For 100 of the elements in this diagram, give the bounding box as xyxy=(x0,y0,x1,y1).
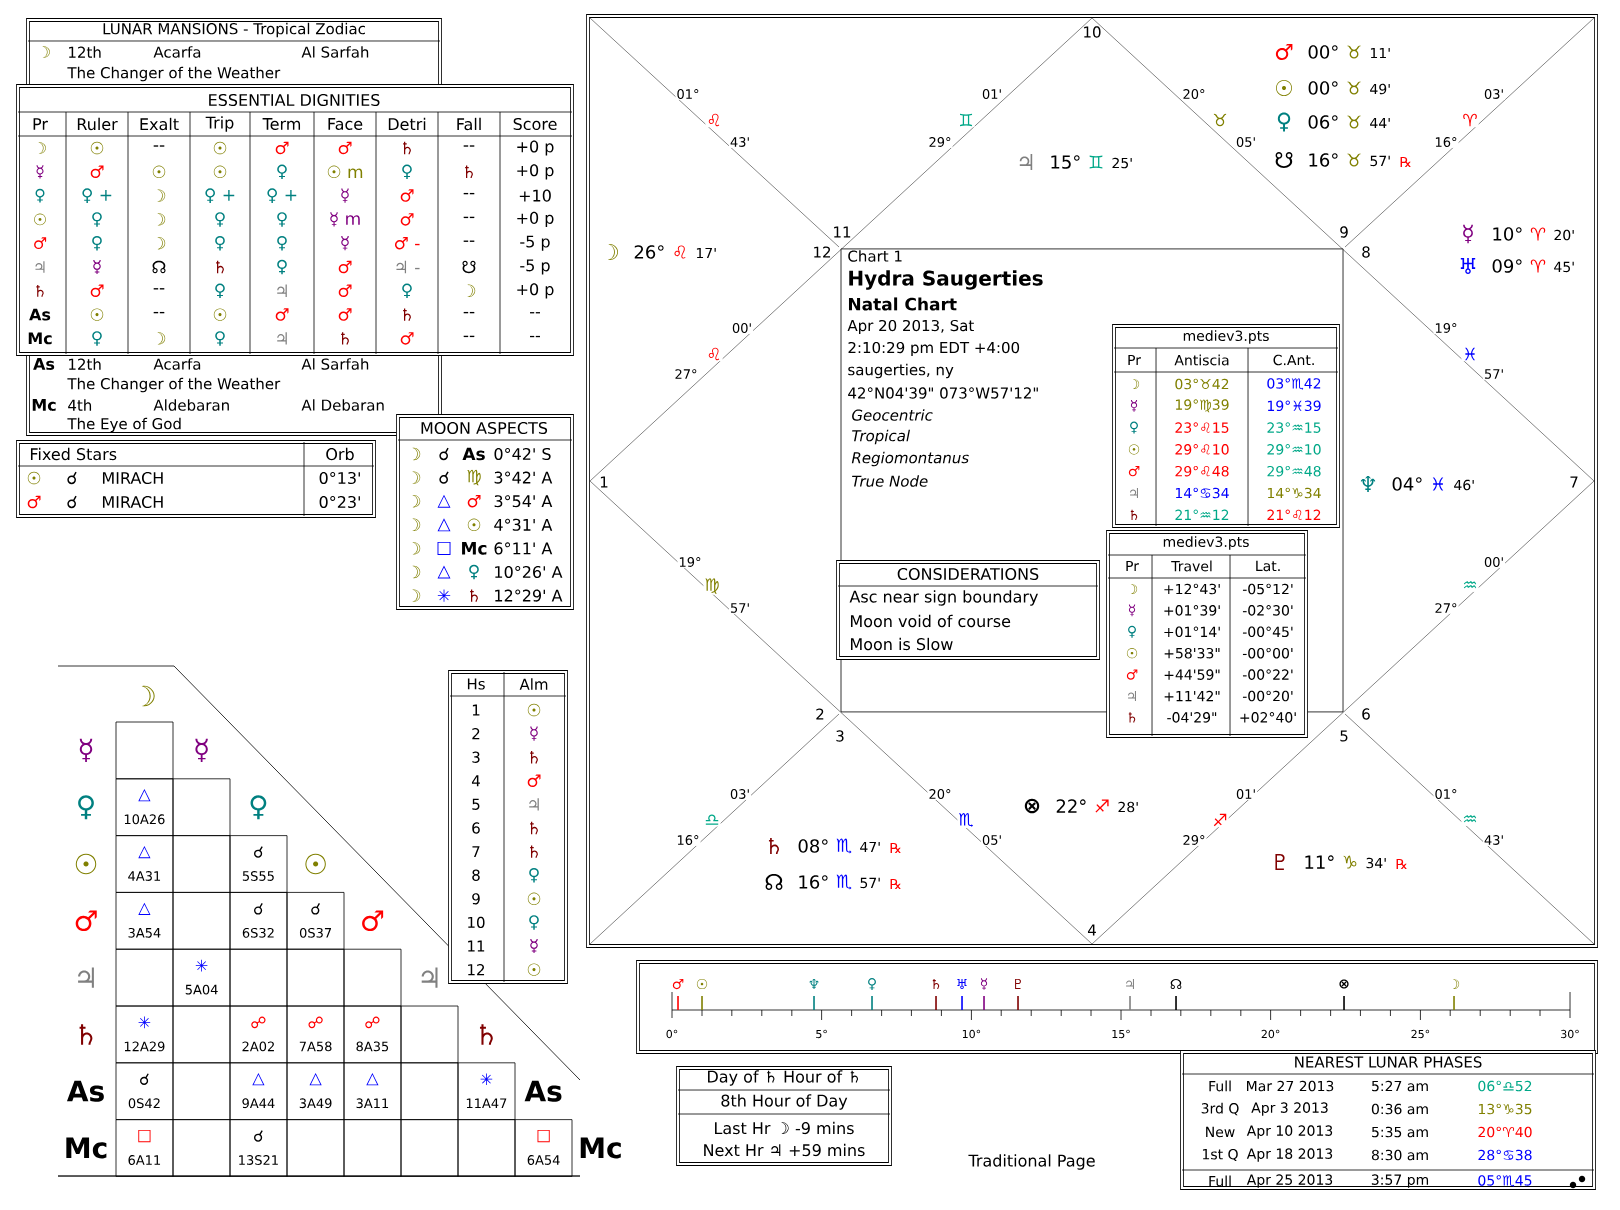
planet-glyph: ♄ xyxy=(79,1024,93,1045)
table-entry: 12°29' A xyxy=(495,589,563,602)
table-entry: ☽ xyxy=(412,542,421,555)
planet-degree: 09° xyxy=(1492,259,1522,273)
planet-degree: 16° xyxy=(799,875,828,889)
table-entry: ☉ xyxy=(527,703,541,717)
table-entry: ♄ xyxy=(403,141,411,155)
cusp-sign: ♒ xyxy=(1461,814,1479,826)
table-entry: ♀ xyxy=(92,212,102,227)
lunar-phases-table xyxy=(1180,1050,1596,1190)
table-heading: MOON ASPECTS xyxy=(421,421,548,435)
table-entry: ♀ xyxy=(35,188,45,203)
aspect-symbol: ☌ xyxy=(311,903,320,915)
table-entry: ♂ xyxy=(338,260,352,274)
aspect-grid xyxy=(57,665,621,1177)
table-entry: ☉ m xyxy=(327,165,363,178)
planet-glyph: Mc xyxy=(66,1137,107,1159)
table-entry: ☌ xyxy=(439,447,449,461)
table-entry: ♂ - xyxy=(394,236,420,250)
table-entry: △ xyxy=(437,565,451,579)
zodiac-sign: ♉ xyxy=(1347,81,1361,95)
table-entry: ♂ xyxy=(338,141,352,155)
planetary-hours-box xyxy=(676,1066,892,1166)
table-entry: ☽ xyxy=(412,447,421,461)
table-entry: ☿ m xyxy=(330,212,360,227)
planet-glyph: ♀ xyxy=(250,795,267,820)
planet-glyph: ♃ xyxy=(78,967,94,988)
zodiac-sign: ♈ xyxy=(1530,227,1546,241)
table-entry: ☉ xyxy=(90,308,104,321)
table-entry: 10°26' A xyxy=(495,565,563,579)
table-entry: As xyxy=(29,308,51,321)
aspect-symbol: △ xyxy=(309,1073,322,1086)
planet-glyph: ♆ xyxy=(1360,476,1376,493)
dignities-table xyxy=(16,84,574,356)
table-entry: ♀ xyxy=(277,235,287,251)
page-caption: Traditional Page xyxy=(968,1154,1095,1170)
planet-degree: 00° xyxy=(1308,45,1338,59)
aspect-symbol: ✳ xyxy=(480,1073,493,1086)
table-entry: ☿ xyxy=(341,188,349,203)
table-entry: ♃ - xyxy=(396,260,420,274)
planet-glyph: As xyxy=(524,1080,562,1102)
planet-glyph: ☉ xyxy=(1276,80,1293,97)
table-entry: ♀ xyxy=(215,283,225,299)
aspect-symbol: ☍ xyxy=(251,1016,266,1029)
table-entry: ♂ xyxy=(338,284,352,298)
table-entry: MIRACH xyxy=(102,495,163,509)
table-entry: -- xyxy=(153,288,165,290)
table-entry: +10 xyxy=(519,189,551,202)
zodiac-sign: ♓ xyxy=(1432,477,1444,491)
table-entry: ☉ xyxy=(213,165,227,178)
fixed-stars-table xyxy=(16,440,376,518)
zodiac-sign: ♐ xyxy=(1095,799,1109,813)
table-entry: ♂ xyxy=(275,141,289,155)
table-entry: As xyxy=(462,447,485,461)
table-entry: ♀ xyxy=(277,164,287,180)
zodiac-sign: ♊ xyxy=(1089,155,1103,169)
planet-degree: 16° xyxy=(1309,153,1338,167)
aspect-symbol: △ xyxy=(138,789,151,802)
column-header: Orb xyxy=(326,447,354,461)
zodiac-sign: ♈ xyxy=(1530,259,1546,273)
table-entry: ☉ xyxy=(527,963,541,976)
table-entry: -- xyxy=(463,216,475,219)
planet-glyph: As xyxy=(66,1080,104,1102)
table-entry: 6°11' A xyxy=(494,542,553,555)
table-entry: ☽ xyxy=(42,46,50,58)
planet-glyph: ♂ xyxy=(362,910,384,932)
planet-degree: 10° xyxy=(1493,227,1522,241)
table-entry: As xyxy=(33,358,55,370)
planet-glyph: ♄ xyxy=(768,838,779,855)
zodiac-sign: ♉ xyxy=(1347,45,1361,59)
table-entry: -- xyxy=(463,192,475,195)
table-entry: -- xyxy=(463,335,475,338)
zodiac-sign: ♑ xyxy=(1343,855,1357,869)
zodiac-sign: ♏ xyxy=(836,838,852,854)
column-header: Exalt xyxy=(140,117,179,131)
table-entry: ☽ xyxy=(412,589,421,602)
table-entry: ♂ xyxy=(400,332,414,345)
table-entry: -5 p xyxy=(520,235,550,251)
moon-aspects-table xyxy=(396,414,574,610)
table-entry: ♄ xyxy=(216,260,224,274)
table-entry: ☌ xyxy=(67,471,77,485)
table-entry: ♀ xyxy=(402,164,412,180)
table-entry: -5 p xyxy=(520,259,550,275)
table-entry: ♂ xyxy=(275,308,289,321)
table-entry: ♄ xyxy=(530,821,538,835)
column-header: Face xyxy=(328,118,363,130)
hour-info: Day of ♄ Hour of ♄ xyxy=(708,1070,859,1086)
planet-glyph: ♀ xyxy=(1277,112,1291,132)
column-header: Score xyxy=(513,117,557,131)
aspect-symbol: △ xyxy=(366,1073,379,1086)
table-entry: □ xyxy=(437,541,451,555)
table-entry: 4°31' A xyxy=(494,518,553,531)
table-entry: Mc xyxy=(32,399,56,411)
hour-info: Last Hr ☽ -9 mins xyxy=(715,1121,854,1135)
planet-glyph: ☊ xyxy=(765,874,783,890)
table-entry: ♀ xyxy=(529,867,539,883)
table-entry: ☉ xyxy=(90,141,104,155)
planet-glyph: ☿ xyxy=(195,738,208,763)
table-entry: ♄ xyxy=(341,332,349,345)
table-entry: -- xyxy=(153,145,165,147)
